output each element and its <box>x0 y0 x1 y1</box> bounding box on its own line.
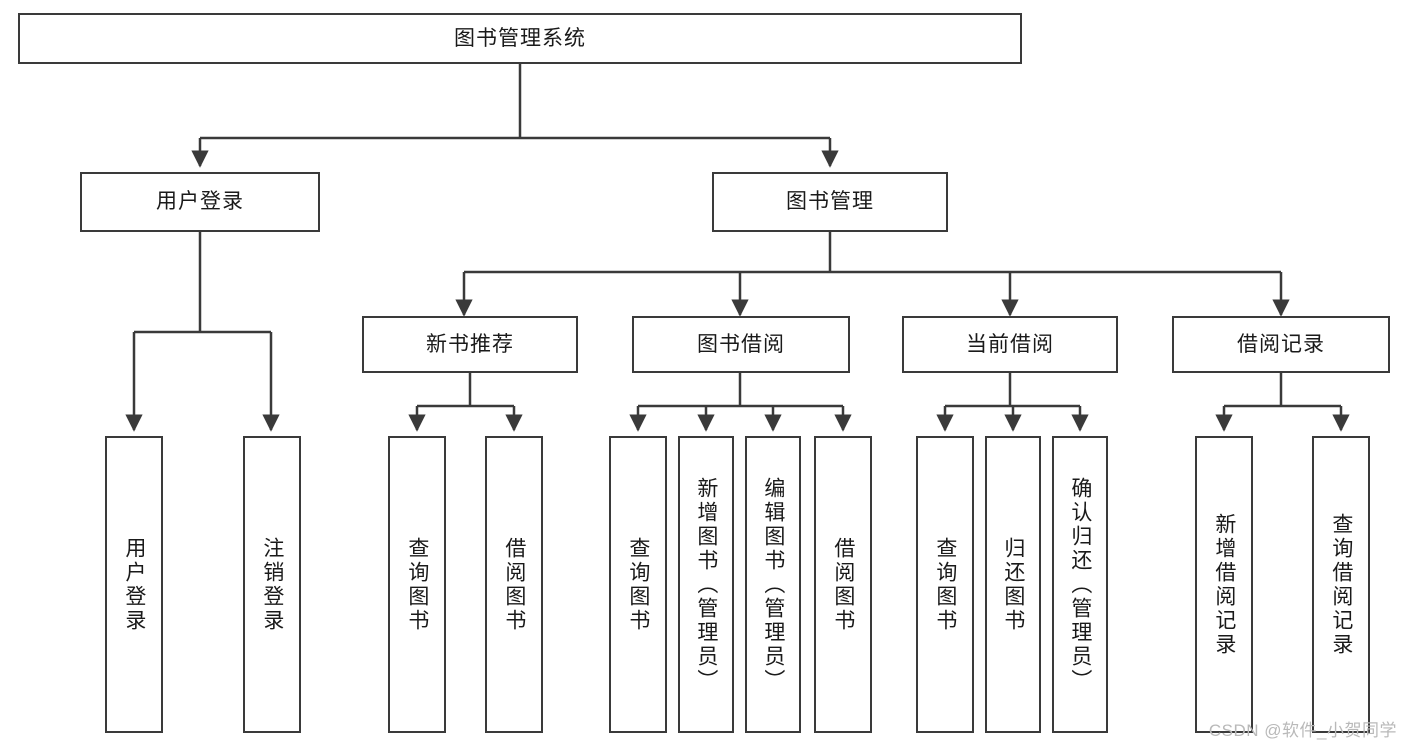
node-label: 新增借阅记录 <box>1212 512 1236 657</box>
node-label: 查询图书 <box>626 536 650 633</box>
node-root-book-management-system[interactable]: 图书管理系统 <box>18 13 1022 64</box>
node-label: 用户登录 <box>122 536 146 633</box>
node-label: 图书管理系统 <box>454 26 586 50</box>
node-book-borrow[interactable]: 图书借阅 <box>632 316 850 373</box>
node-label: 编辑图书（管理员） <box>761 476 785 693</box>
node-label: 归还图书 <box>1001 536 1025 633</box>
node-label: 确认归还（管理员） <box>1068 476 1092 693</box>
leaf-user-login-logout[interactable]: 注销登录 <box>243 436 301 733</box>
leaf-current-borrow-query[interactable]: 查询图书 <box>916 436 974 733</box>
node-current-borrow[interactable]: 当前借阅 <box>902 316 1118 373</box>
leaf-new-book-borrow[interactable]: 借阅图书 <box>485 436 543 733</box>
node-label: 查询借阅记录 <box>1329 512 1353 657</box>
node-label: 新增图书（管理员） <box>694 476 718 693</box>
node-book-management[interactable]: 图书管理 <box>712 172 948 232</box>
node-label: 用户登录 <box>156 190 244 214</box>
node-label: 图书管理 <box>786 190 874 214</box>
leaf-borrow-record-query[interactable]: 查询借阅记录 <box>1312 436 1370 733</box>
leaf-new-book-query[interactable]: 查询图书 <box>388 436 446 733</box>
node-borrow-record[interactable]: 借阅记录 <box>1172 316 1390 373</box>
leaf-current-borrow-confirm-return[interactable]: 确认归还（管理员） <box>1052 436 1108 733</box>
node-label: 图书借阅 <box>697 332 785 356</box>
node-label: 借阅图书 <box>502 536 526 633</box>
node-label: 新书推荐 <box>426 332 514 356</box>
node-user-login[interactable]: 用户登录 <box>80 172 320 232</box>
node-label: 当前借阅 <box>966 332 1054 356</box>
leaf-current-borrow-return[interactable]: 归还图书 <box>985 436 1041 733</box>
node-label: 查询图书 <box>405 536 429 633</box>
leaf-borrow-record-add[interactable]: 新增借阅记录 <box>1195 436 1253 733</box>
node-label: 借阅记录 <box>1237 332 1325 356</box>
leaf-book-borrow-add[interactable]: 新增图书（管理员） <box>678 436 734 733</box>
leaf-user-login-login[interactable]: 用户登录 <box>105 436 163 733</box>
node-label: 借阅图书 <box>831 536 855 633</box>
node-new-book-recommend[interactable]: 新书推荐 <box>362 316 578 373</box>
leaf-book-borrow-edit[interactable]: 编辑图书（管理员） <box>745 436 801 733</box>
leaf-book-borrow-borrow[interactable]: 借阅图书 <box>814 436 872 733</box>
node-label: 查询图书 <box>933 536 957 633</box>
leaf-book-borrow-query[interactable]: 查询图书 <box>609 436 667 733</box>
watermark: CSDN @软件_小贺同学 <box>1208 721 1397 740</box>
node-label: 注销登录 <box>260 536 284 633</box>
